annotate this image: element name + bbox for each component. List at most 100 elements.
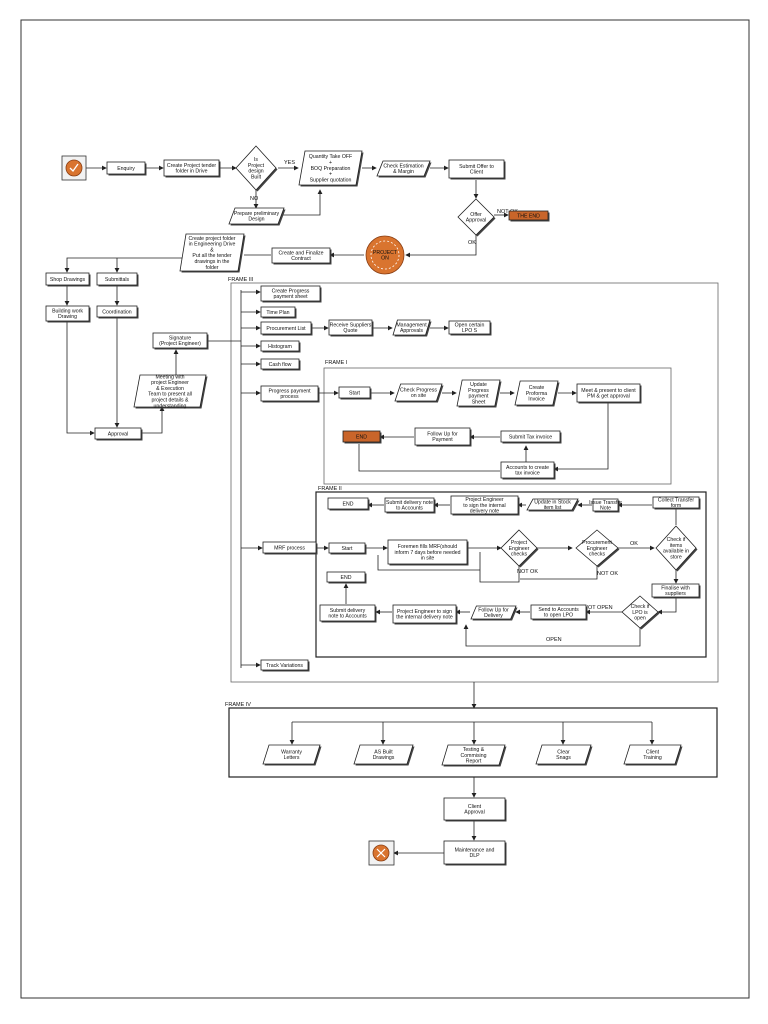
- f1-end-node: END: [342, 430, 382, 444]
- progress-sheet-label: payment sheet: [273, 294, 308, 300]
- testing-label: Report: [466, 759, 482, 765]
- not-ok-label: NOT OK: [497, 209, 518, 215]
- procurement-list-node: Procurement List: [260, 321, 313, 336]
- no-label: NO: [250, 196, 259, 202]
- foremen-mrf-label: in site: [421, 556, 435, 562]
- check-progress-label: on site: [411, 393, 426, 399]
- meeting-label: Meeting with: [155, 374, 184, 380]
- proc-checks-label: Engineer: [587, 546, 608, 552]
- f2-end-2-label: END: [341, 575, 352, 581]
- lpo-open-label: LPO is: [632, 610, 648, 616]
- time-plan-label: Time Plan: [266, 310, 289, 316]
- submit-delivery-top-label: Submit delivery note: [386, 500, 433, 506]
- submit-offer-label: Submit Offer to: [459, 164, 494, 170]
- foremen-mrf-label: Foremen fills MRF(should: [398, 544, 457, 550]
- items-store-label: items: [670, 543, 683, 549]
- submittals-label: Submittals: [105, 277, 130, 283]
- issue-transfer-label: Note: [600, 506, 611, 512]
- maintenance-label: Maintenance and: [455, 847, 495, 853]
- clear-snags-label: Snags: [556, 755, 571, 761]
- project-on-label: ON: [381, 256, 389, 262]
- eng-folder-label: Create project folder: [189, 236, 236, 242]
- send-accounts-label: Send to Accounts: [538, 607, 579, 613]
- check-estimation-label: & Margin: [393, 169, 414, 175]
- warranty-label: Warranty: [281, 749, 302, 755]
- frame-iv-label: FRAME IV: [225, 702, 251, 708]
- proc-checks-label: Procurement: [582, 540, 612, 546]
- frame-iii-label: FRAME III: [228, 277, 254, 283]
- qto-label: +: [329, 160, 332, 166]
- shop-drawings-node: Shop Drawings: [45, 272, 91, 287]
- proforma-label: Invoice: [528, 397, 545, 403]
- procurement-list-label: Procurement List: [266, 326, 306, 332]
- issue-transfer-label: Issue Transfer: [589, 500, 622, 506]
- signature-node: Signature(Project Engineer): [152, 332, 209, 350]
- follow-payment-label: Follow Up for: [427, 431, 458, 437]
- client-approval-label: Client: [468, 804, 482, 810]
- start-node: [61, 155, 87, 181]
- check-estimation-node: Check Estimation& Margin: [376, 160, 432, 178]
- qto-node: Quantity Take OFF+BOQ Preparation+Suppli…: [298, 150, 364, 187]
- not-open-label: NOT OPEN: [584, 605, 613, 611]
- signature-label: (Project Engineer): [159, 341, 201, 347]
- meeting-label: project Engineer: [151, 380, 189, 386]
- items-store-label: Check if: [667, 537, 686, 543]
- enquiry-label: Enquiry: [117, 166, 135, 172]
- qto-label: +: [329, 172, 332, 178]
- offer-approval-label: Offer: [470, 212, 482, 218]
- qto-label: Supplier quotation: [310, 177, 352, 183]
- items-store-label: available in: [663, 549, 689, 555]
- f2-start-label: Start: [342, 546, 354, 552]
- meeting-label: & Execution: [156, 386, 184, 392]
- project-on-node: [365, 235, 405, 275]
- tender-folder-label: Create Project tender: [167, 163, 217, 169]
- pe-checks-label: checks: [511, 552, 528, 558]
- progress-sheet-label: Create Progress: [272, 288, 310, 294]
- accounts-tax-label: tax invoice: [515, 471, 540, 477]
- track-variations-label: Track Variations: [266, 663, 303, 669]
- eng-folder-label: drawings in the: [195, 259, 230, 265]
- frame-ii: [315, 491, 707, 658]
- pe-sign-bottom-label: Project Engineer to sign: [397, 609, 452, 615]
- submit-delivery-bottom-label: note to Accounts: [328, 614, 367, 620]
- design-built-label: Project: [248, 163, 265, 169]
- update-stock-label: Update in Stock: [534, 499, 571, 505]
- mrf-process-label: MRF process: [274, 545, 305, 551]
- histogram-node: Histogram: [260, 340, 301, 353]
- update-sheet-label: Update: [470, 382, 487, 388]
- submittals-node: Submittals: [96, 272, 139, 287]
- qto-label: Quantity Take OFF: [309, 154, 352, 160]
- signature-label: Signature: [169, 335, 191, 341]
- design-built-label: Is: [254, 157, 258, 163]
- clear-snags-label: Clear: [557, 749, 570, 755]
- offer-approval-label: Approval: [466, 218, 486, 224]
- mgmt-approvals-label: Approvals: [400, 328, 423, 334]
- as-built-label: Drawings: [373, 755, 395, 761]
- submit-delivery-bottom-label: Submit delivery: [330, 608, 366, 614]
- follow-delivery-label: Delivery: [484, 613, 503, 619]
- lpo-open-label: Check if: [631, 604, 650, 610]
- check-estimation-label: Check Estimation: [383, 163, 423, 169]
